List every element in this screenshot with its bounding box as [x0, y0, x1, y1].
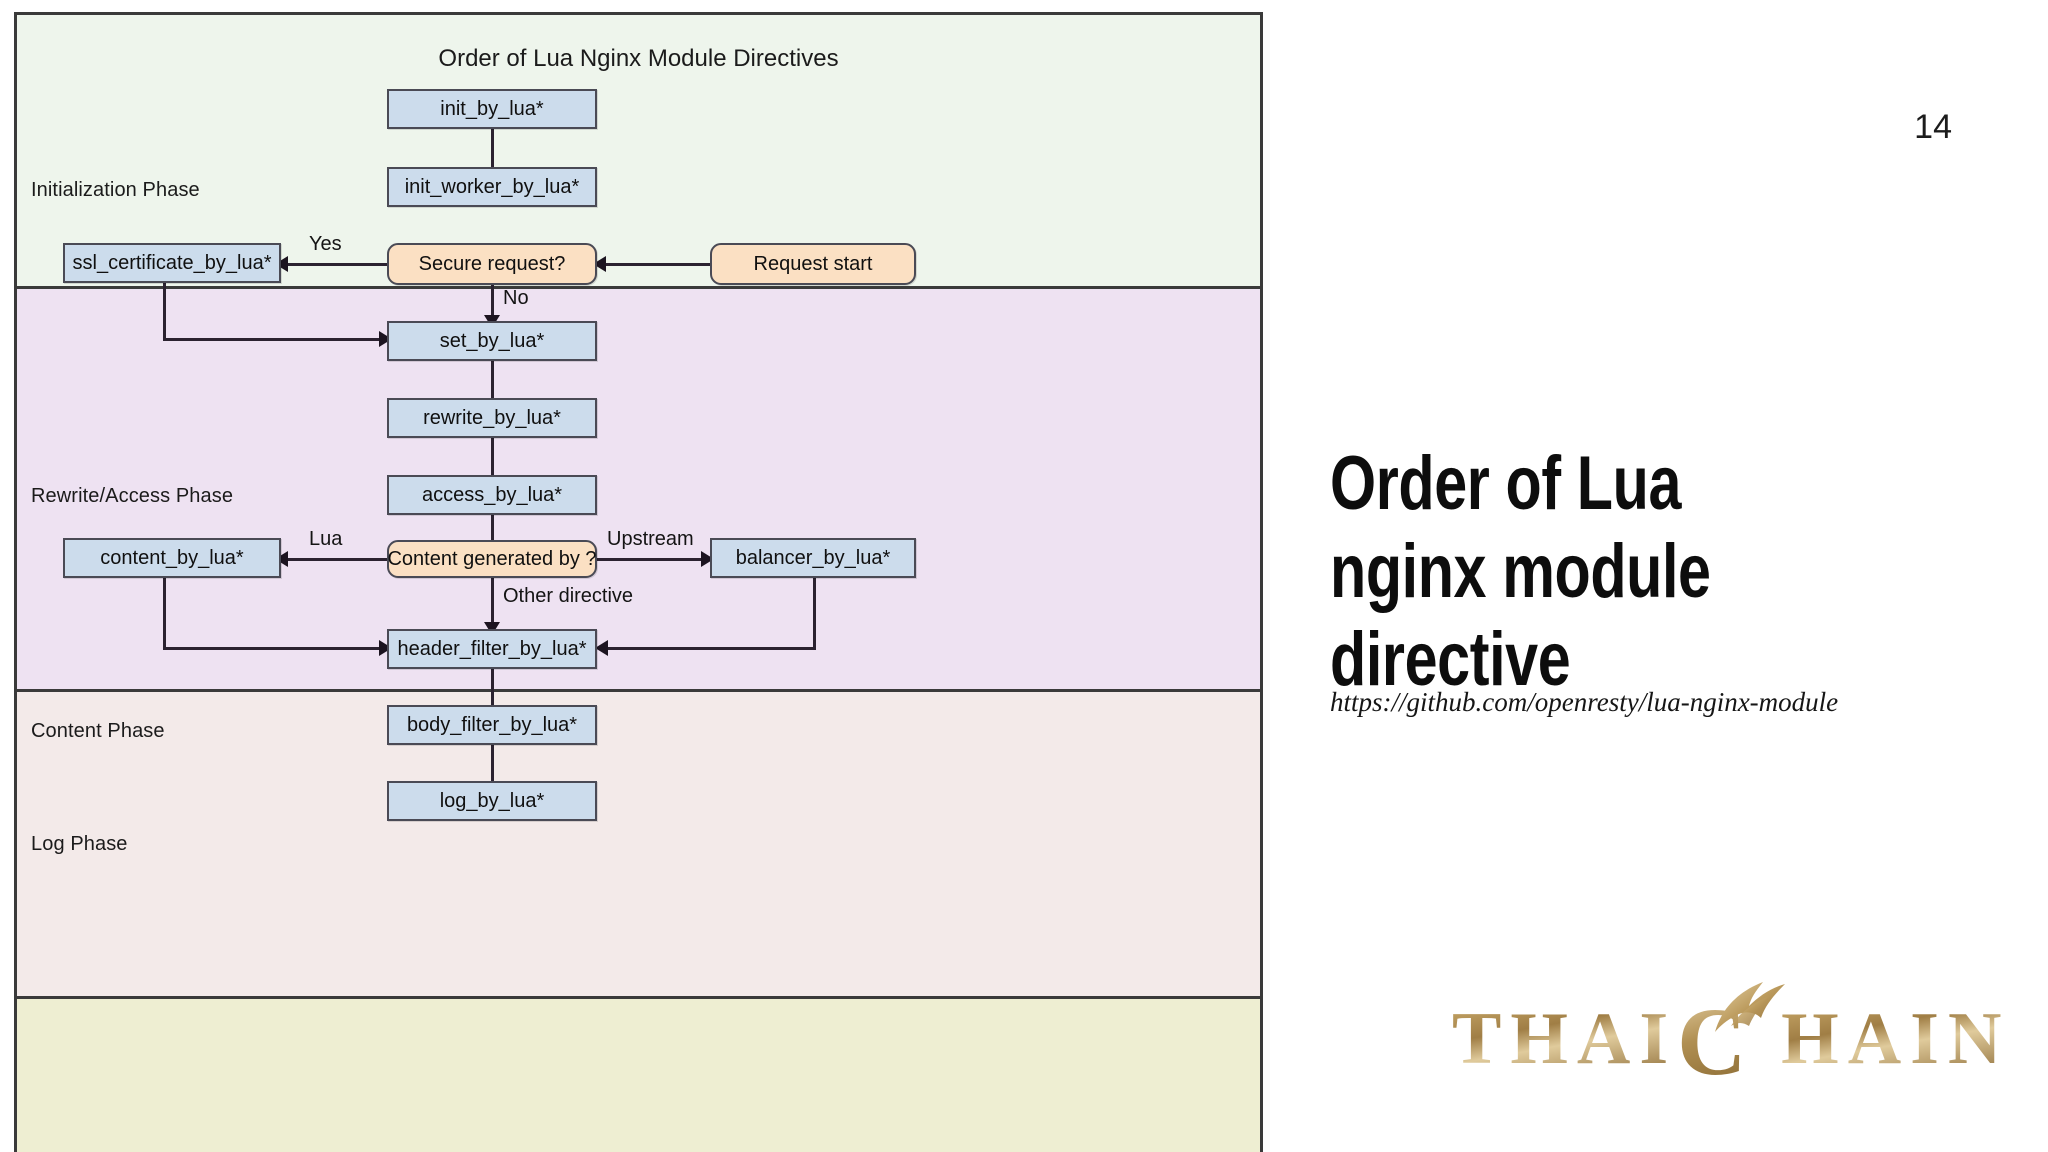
- page-number: 14: [1914, 108, 1952, 146]
- edge-ssl-right-to-set: [163, 338, 389, 341]
- phase-divider-2: [17, 689, 1260, 692]
- edge-content-by-lua-down: [163, 578, 166, 650]
- phase-band-initialization: [17, 15, 1260, 286]
- logo-ornament-c: C: [1677, 980, 1786, 1098]
- node-content-by-lua[interactable]: content_by_lua*: [63, 538, 281, 578]
- edge-secure-to-set: [491, 285, 494, 321]
- node-set-by-lua[interactable]: set_by_lua*: [387, 321, 597, 361]
- phase-band-content: [17, 692, 1260, 996]
- edge-label-no: No: [503, 287, 529, 309]
- edge-header-to-body: [491, 669, 494, 711]
- edge-ssl-down: [163, 283, 166, 341]
- node-access-by-lua[interactable]: access_by_lua*: [387, 475, 597, 515]
- node-request-start[interactable]: Request start: [710, 243, 916, 285]
- node-ssl-certificate-by-lua[interactable]: ssl_certificate_by_lua*: [63, 243, 281, 283]
- edge-decision-to-header: [491, 578, 494, 632]
- edge-access-to-content-decision: [491, 515, 494, 559]
- node-content-generated-by[interactable]: Content generated by ?: [387, 540, 597, 578]
- slide-headline: Order of Lua nginx module directive: [1330, 440, 1876, 704]
- phase-band-log: [17, 999, 1260, 1152]
- arrowhead-balancer-to-header: [595, 640, 608, 656]
- thaichain-logo: THAI C HAIN: [1452, 980, 2010, 1098]
- edge-label-lua: Lua: [309, 528, 343, 550]
- edge-content-by-lua-right: [163, 647, 389, 650]
- logo-text-thai: THAI: [1452, 998, 1678, 1080]
- edge-secure-to-ssl: [287, 263, 389, 266]
- edge-set-to-rewrite: [491, 361, 494, 403]
- edge-request-start-to-secure: [605, 263, 712, 266]
- flowchart-diagram: Order of Lua Nginx Module Directives Ini…: [14, 12, 1263, 1152]
- flame-ornament-icon: [1715, 982, 1786, 1032]
- phase-label-rewrite-access: Rewrite/Access Phase: [31, 485, 234, 507]
- node-log-by-lua[interactable]: log_by_lua*: [387, 781, 597, 821]
- edge-decision-to-balancer: [595, 558, 707, 561]
- edge-balancer-left: [607, 647, 816, 650]
- phase-divider-1: [17, 286, 1260, 289]
- diagram-title: Order of Lua Nginx Module Directives: [438, 45, 839, 72]
- phase-band-rewrite-access: [17, 289, 1260, 689]
- node-header-filter-by-lua[interactable]: header_filter_by_lua*: [387, 629, 597, 669]
- node-balancer-by-lua[interactable]: balancer_by_lua*: [710, 538, 916, 578]
- node-init-worker-by-lua[interactable]: init_worker_by_lua*: [387, 167, 597, 207]
- edge-label-yes: Yes: [309, 233, 342, 255]
- phase-label-initialization: Initialization Phase: [31, 179, 200, 201]
- phase-label-content: Content Phase: [31, 720, 165, 742]
- phase-divider-3: [17, 996, 1260, 999]
- edge-body-to-log: [491, 745, 494, 787]
- node-secure-request[interactable]: Secure request?: [387, 243, 597, 285]
- headline-line-2: nginx module directive: [1330, 529, 1711, 703]
- edge-balancer-down: [813, 578, 816, 650]
- edge-init-to-init-worker: [491, 129, 494, 171]
- edge-label-other-directive: Other directive: [503, 585, 634, 607]
- edge-decision-to-content-by-lua: [287, 558, 389, 561]
- logo-text-hain: HAIN: [1781, 998, 2011, 1080]
- edge-label-upstream: Upstream: [607, 528, 694, 550]
- node-body-filter-by-lua[interactable]: body_filter_by_lua*: [387, 705, 597, 745]
- headline-line-1: Order of Lua: [1330, 441, 1682, 526]
- source-url-text[interactable]: https://github.com/openresty/lua-nginx-m…: [1330, 687, 1839, 717]
- node-init-by-lua[interactable]: init_by_lua*: [387, 89, 597, 129]
- phase-label-log: Log Phase: [31, 833, 128, 855]
- edge-rewrite-to-access: [491, 438, 494, 480]
- node-rewrite-by-lua[interactable]: rewrite_by_lua*: [387, 398, 597, 438]
